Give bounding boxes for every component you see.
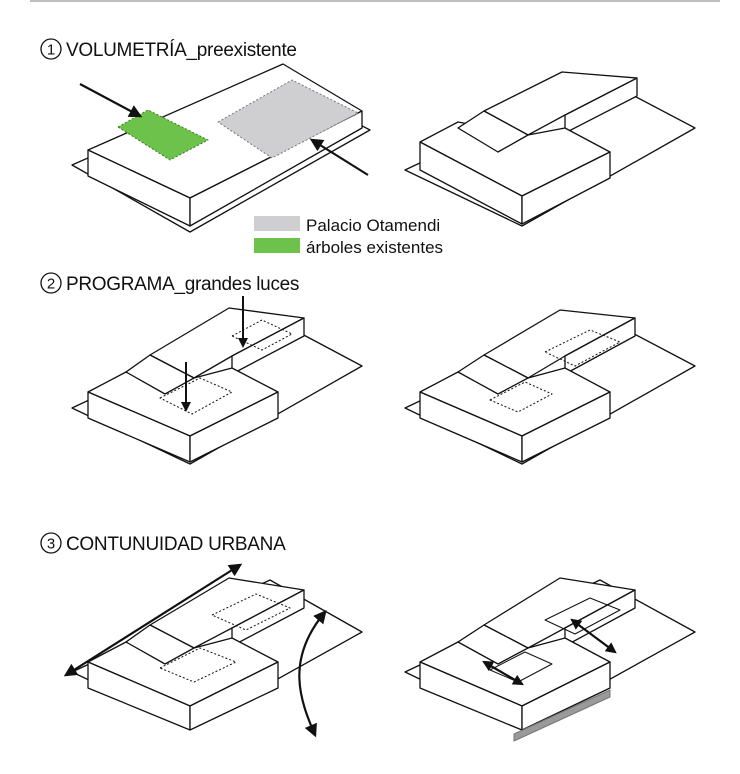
- arrow-horizontal-short: [482, 660, 524, 686]
- arrow-to-palacio: [309, 138, 369, 176]
- void-outline-lower: [489, 381, 553, 413]
- step-number-circle: [40, 38, 62, 60]
- arrow-to-trees: [79, 83, 143, 118]
- void-outline-upper: [544, 329, 621, 367]
- step-number-circle: [40, 272, 62, 294]
- program-diagram-left: [71, 296, 363, 465]
- step-number: 1: [47, 42, 55, 59]
- urban-continuity-right: [404, 577, 696, 742]
- void-outline-upper: [231, 319, 293, 351]
- lower-side-face: [521, 391, 611, 463]
- legend-label-palacio: Palacio Otamendi: [306, 216, 440, 235]
- section-title: PROGRAMA_grandes luces: [66, 274, 299, 295]
- step-number: 2: [47, 276, 55, 293]
- section-2-heading: 2 PROGRAMA_grandes luces: [40, 272, 299, 295]
- lower-side-face: [521, 151, 611, 225]
- urban-continuity-left: [63, 563, 363, 738]
- middle-link-top: [125, 354, 195, 395]
- section-3-heading: 3 CONTUNUIDAD URBANA: [40, 532, 286, 555]
- arrow-vertical-short: [570, 618, 617, 654]
- legend-swatch-palacio: [254, 216, 300, 231]
- existing-volume-diagram: [71, 63, 371, 233]
- legend-swatch-trees: [254, 238, 300, 253]
- arrow-diagonal-continuity: [63, 563, 243, 677]
- lower-side-face: [189, 661, 279, 731]
- void-outline-upper: [544, 597, 621, 635]
- section-title: VOLUMETRÍA_preexistente: [66, 40, 297, 61]
- hatched-base-strip: [513, 689, 611, 742]
- section-1-heading: 1 VOLUMETRÍA_preexistente: [40, 38, 297, 61]
- step-number: 3: [47, 536, 55, 553]
- lower-side-face: [521, 661, 611, 731]
- step-number-circle: [40, 532, 62, 554]
- middle-link-top: [457, 110, 529, 153]
- legend: Palacio Otamendi árboles existentes: [254, 216, 443, 257]
- middle-link-top: [457, 354, 529, 395]
- top-rule: [30, 0, 720, 2]
- lower-side-face: [189, 391, 279, 463]
- s-volume-diagram: [404, 71, 696, 227]
- section-title: CONTUNUIDAD URBANA: [66, 534, 286, 555]
- existing-trees-footprint: [117, 109, 209, 161]
- program-diagram-right: [404, 309, 696, 465]
- palacio-otamendi-footprint: [217, 79, 359, 159]
- legend-label-trees: árboles existentes: [306, 238, 443, 257]
- arrow-curved-continuity: [298, 609, 327, 738]
